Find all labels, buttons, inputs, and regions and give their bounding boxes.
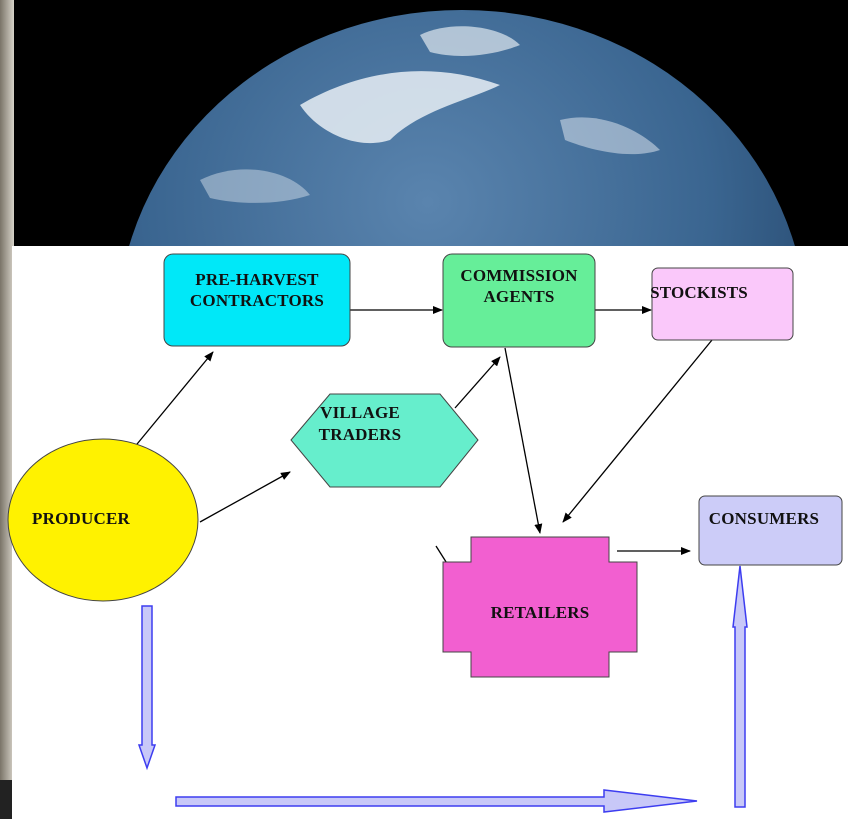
direct-flow-arrow xyxy=(137,565,748,813)
commission-agents-label-line2: AGENTS xyxy=(483,287,554,306)
node-consumers: CONSUMERS xyxy=(698,495,843,566)
retailers-label: RETAILERS xyxy=(491,603,590,622)
producer-label: PRODUCER xyxy=(32,509,130,528)
village-traders-label-line1: VILLAGE xyxy=(320,403,400,422)
node-stockists: STOCKISTS xyxy=(650,267,794,341)
consumers-label: CONSUMERS xyxy=(709,509,819,528)
flow-arrow-down xyxy=(137,605,157,771)
flow-arrow-up xyxy=(732,565,748,808)
flow-arrow-right xyxy=(175,789,698,813)
commission-agents-box xyxy=(442,253,596,348)
village-traders-label-line2: TRADERS xyxy=(319,425,402,444)
pre-harvest-label-line2: CONTRACTORS xyxy=(190,291,324,310)
stockists-box xyxy=(651,267,794,341)
pre-harvest-box xyxy=(163,253,351,347)
stockists-label: STOCKISTS xyxy=(650,283,748,302)
consumers-box xyxy=(698,495,843,566)
arrow-producer-to-village-traders xyxy=(199,471,291,523)
node-retailers: RETAILERS xyxy=(442,536,638,678)
producer-ellipse xyxy=(7,438,199,602)
pre-harvest-label-line1: PRE-HARVEST xyxy=(195,270,319,289)
left-edge-decoration xyxy=(0,0,14,780)
arrow-commission-to-retailers xyxy=(504,347,543,534)
arrow-stockists-to-retailers xyxy=(562,339,713,523)
retailers-plus-shape xyxy=(442,536,638,678)
arrow-village-traders-to-commission xyxy=(454,356,501,409)
arrow-producer-to-pre-harvest xyxy=(127,351,214,456)
bottom-left-corner xyxy=(0,780,12,819)
node-pre-harvest-contractors: PRE-HARVEST CONTRACTORS xyxy=(163,253,351,347)
node-commission-agents: COMMISSION AGENTS xyxy=(442,253,596,348)
village-traders-hexagon xyxy=(290,393,479,488)
commission-agents-label-line1: COMMISSION xyxy=(460,266,578,285)
node-village-traders: VILLAGE TRADERS xyxy=(290,393,479,488)
node-producer: PRODUCER xyxy=(7,438,199,602)
